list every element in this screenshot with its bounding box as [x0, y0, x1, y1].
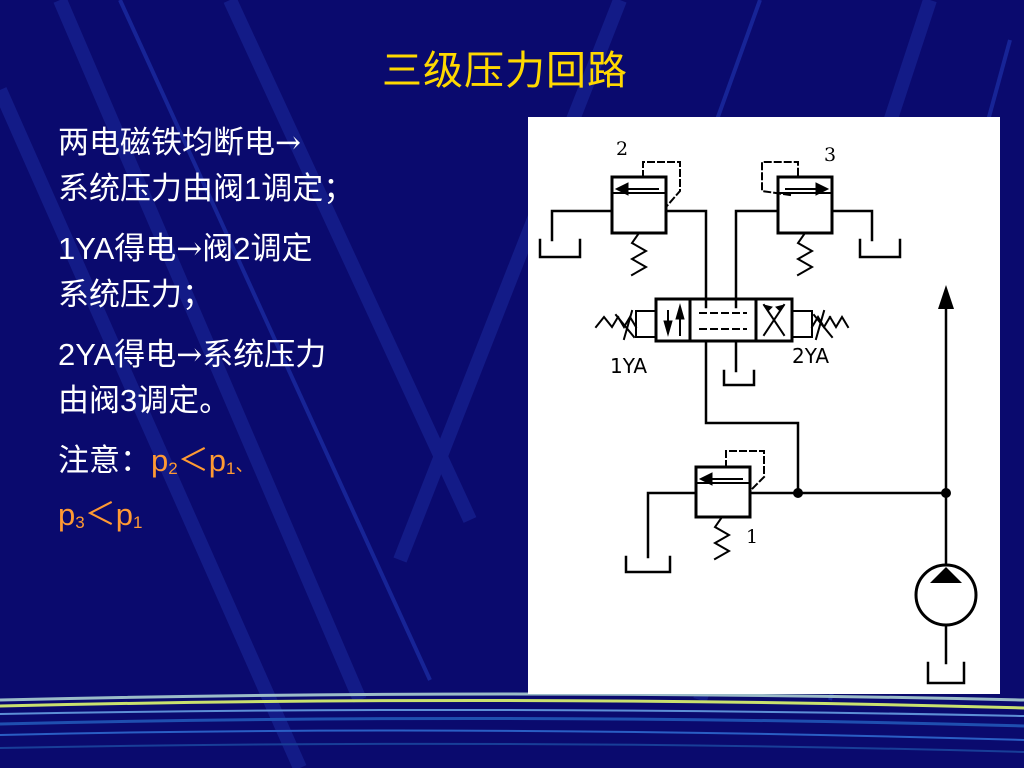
solenoid-1ya-label: 1YA: [610, 354, 647, 378]
junction-dot: [941, 488, 951, 498]
relief-valve-1: [624, 450, 765, 574]
directional-valve: [594, 297, 850, 387]
junction-dot: [793, 488, 803, 498]
valve-3-label: 3: [824, 144, 836, 166]
valve-number: 2: [233, 231, 251, 266]
solenoid-2ya-label: 2YA: [792, 344, 829, 368]
text-line: 两电磁铁均断电→: [58, 125, 301, 161]
pressure-relation-1: p2＜p1、: [151, 443, 254, 479]
text-line: 系统压力；: [58, 277, 213, 313]
paragraph-1ya: 1YA得电→阀2调定 系统压力；: [58, 226, 508, 318]
solenoid-name: 1YA: [58, 231, 115, 266]
text-line: 由阀: [58, 383, 120, 419]
text-line: 调定。: [137, 383, 231, 419]
pressure-relation-2: p3＜p1: [58, 497, 143, 533]
text-line: 得电→阀: [114, 231, 234, 267]
valve-number: 1: [244, 171, 262, 206]
relief-valve-3: [734, 161, 902, 309]
note-label: 注意：: [58, 443, 151, 479]
paragraph-note: 注意：p2＜p1、 p3＜p1: [58, 438, 508, 546]
valve-number: 3: [120, 383, 138, 418]
slide-title: 三级压力回路: [382, 48, 628, 94]
pump-flow-triangle-icon: [930, 567, 962, 583]
text-line: 系统压力由阀: [58, 171, 244, 207]
valve-1-label: 1: [746, 526, 758, 548]
relief-valve-2: [538, 161, 708, 309]
hydraulic-circuit-diagram: 2 3 1 1YA 2YA: [538, 138, 978, 685]
hydraulic-pump: [914, 563, 978, 685]
slide-body: 两电磁铁均断电→ 系统压力由阀1调定； 1YA得电→阀2调定 系统压力； 2YA…: [58, 120, 508, 560]
text-line: 调定: [250, 231, 313, 267]
paragraph-both-off: 两电磁铁均断电→ 系统压力由阀1调定；: [58, 120, 508, 212]
solenoid-name: 2YA: [58, 337, 115, 372]
text-line: 调定；: [261, 171, 355, 207]
valve-2-label: 2: [616, 138, 628, 160]
text-line: 得电→系统压力: [114, 337, 327, 373]
paragraph-2ya: 2YA得电→系统压力 由阀3调定。: [58, 332, 508, 424]
output-arrow-icon: [938, 285, 954, 309]
hydraulic-circuit-panel: 2 3 1 1YA 2YA: [528, 117, 1000, 694]
